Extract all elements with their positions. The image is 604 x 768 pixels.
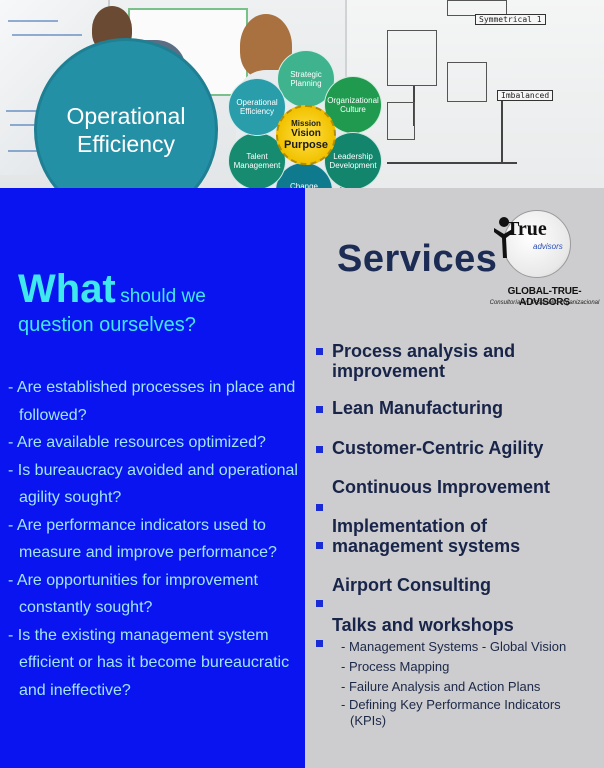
operational-efficiency-circle: Operational Efficiency <box>34 38 218 188</box>
services-title: Services <box>337 238 498 280</box>
question-item: - Are available resources optimized? <box>8 434 266 451</box>
workshop-topics-list: - Management Systems - Global Vision - P… <box>341 637 597 729</box>
question-item: - Is bureaucracy avoided and operational… <box>8 461 298 507</box>
workshop-topic: - Process Mapping <box>341 659 450 674</box>
workshop-topic: - Management Systems - Global Vision <box>341 639 567 654</box>
questions-headline: What should we question ourselves? <box>18 268 298 340</box>
hub-purpose: Purpose <box>283 139 328 151</box>
hero-photo: Symmetrical 1 Imbalanced Operational Eff… <box>0 0 604 188</box>
service-item: Customer-Centric Agility <box>332 438 544 458</box>
bullet-icon <box>316 600 323 607</box>
logo-wordmark: True <box>506 218 547 240</box>
logo-subword: advisors <box>533 242 563 251</box>
hub-vision: Vision <box>291 128 321 139</box>
bullet-icon <box>316 640 323 647</box>
circle-title-line1: Operational <box>66 103 186 129</box>
headline-question-ourselves: question ourselves? <box>18 314 196 336</box>
service-item: Lean Manufacturing <box>332 398 504 418</box>
headline-should-we: should we <box>120 286 206 307</box>
bullet-icon <box>316 348 323 355</box>
logo-person-icon <box>494 217 514 258</box>
bullet-icon <box>316 446 323 453</box>
hub-mission: Mission <box>291 119 321 128</box>
headline-what: What <box>18 267 116 311</box>
workshop-topic: - Failure Analysis and Action Plans <box>341 679 541 694</box>
bullet-icon <box>316 406 323 413</box>
global-true-advisors-logo: True advisors GLOBAL-TRUE-ADVISORS Consu… <box>487 210 602 320</box>
question-item: - Is the existing management system effi… <box>8 626 290 699</box>
circle-title-line2: Efficiency <box>76 131 175 157</box>
questions-panel: What should we question ourselves? - Are… <box>0 188 305 768</box>
bullet-icon <box>316 542 323 549</box>
logo-tagline: Consultoría en Desarrollo Organizacional <box>489 300 600 306</box>
workshop-topic: - Defining Key Performance Indicators (K… <box>341 697 561 728</box>
service-item: Talks and workshops <box>332 615 514 635</box>
bullet-icon <box>316 504 323 511</box>
logo-company-name: GLOBAL-TRUE-ADVISORS <box>507 286 582 308</box>
service-item: Continuous Improvement <box>332 477 551 497</box>
question-item: - Are established processes in place and… <box>8 379 296 424</box>
questions-list: - Are established processes in place and… <box>8 374 300 704</box>
service-item: Airport Consulting <box>332 575 491 595</box>
mission-vision-purpose-hub: Mission Vision Purpose <box>276 105 336 165</box>
services-panel: Services True advisors GLOBAL-TRUE-ADVIS… <box>305 188 604 768</box>
whiteboard-label: Imbalanced <box>497 90 554 101</box>
question-item: - Are opportunities for improvement cons… <box>8 571 258 617</box>
question-item: - Are performance indicators used to mea… <box>8 516 277 562</box>
logo-circle <box>503 210 571 278</box>
service-item: Implementation of management systems <box>332 516 521 556</box>
capabilities-diagram: Strategic Planning Organizational Cultur… <box>226 50 386 188</box>
whiteboard-label: Symmetrical 1 <box>475 14 546 25</box>
service-item: Process analysis and improvement <box>332 341 516 381</box>
